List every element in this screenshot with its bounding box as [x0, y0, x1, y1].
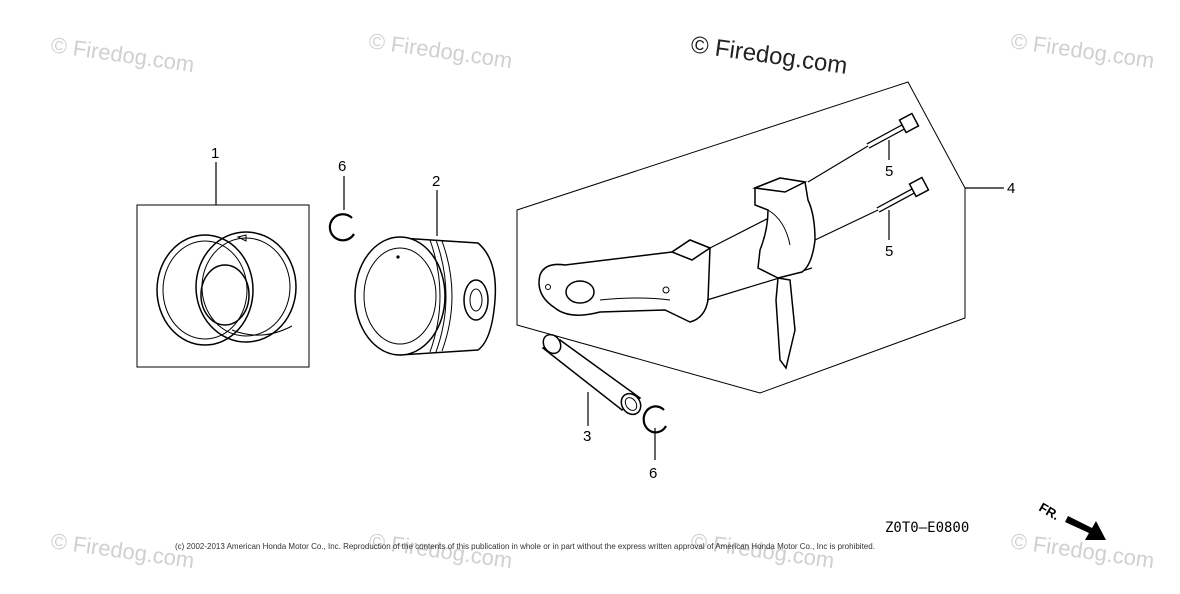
- piston-ring-set[interactable]: [136, 204, 310, 368]
- piston-pin-clip-lower[interactable]: [642, 405, 667, 434]
- piston-pin-clip-upper[interactable]: [328, 213, 355, 242]
- watermark: © Firedog.com: [49, 32, 196, 77]
- ring-set-frame: [136, 204, 310, 368]
- connecting-rod-frame: [516, 81, 966, 394]
- connecting-rod-bolt-lower[interactable]: [876, 176, 930, 213]
- callout-connecting-rod-assy: 4: [1007, 180, 1015, 197]
- callout-pin-clip-upper: 6: [338, 158, 346, 175]
- callout-piston-pin: 3: [583, 428, 591, 445]
- leader-line: [807, 145, 869, 183]
- connecting-rod[interactable]: [538, 239, 712, 323]
- diagram-code: Z0T0—E0800: [885, 520, 969, 536]
- leader-line: [814, 209, 879, 241]
- piston-pin[interactable]: [540, 331, 645, 418]
- callout-pin-clip-lower: 6: [649, 465, 657, 482]
- watermark: © Firedog.com: [1009, 528, 1156, 573]
- connecting-rod-bolt-upper[interactable]: [866, 112, 920, 149]
- watermark: © Firedog.com: [1009, 28, 1156, 73]
- watermark: © Firedog.com: [367, 28, 514, 73]
- piston[interactable]: [354, 236, 497, 356]
- callout-piston-ring-set: 1: [211, 145, 219, 162]
- watermark: © Firedog.com: [49, 528, 196, 573]
- callout-piston: 2: [432, 173, 440, 190]
- front-marker-label: FR.: [1037, 500, 1063, 523]
- connecting-rod-cap[interactable]: [752, 177, 816, 370]
- copyright-notice: (c) 2002-2013 American Honda Motor Co., …: [175, 542, 875, 551]
- watermark-main: © Firedog.com: [689, 31, 849, 80]
- callout-bolt-upper: 5: [885, 163, 893, 180]
- callout-bolt-lower: 5: [885, 243, 893, 260]
